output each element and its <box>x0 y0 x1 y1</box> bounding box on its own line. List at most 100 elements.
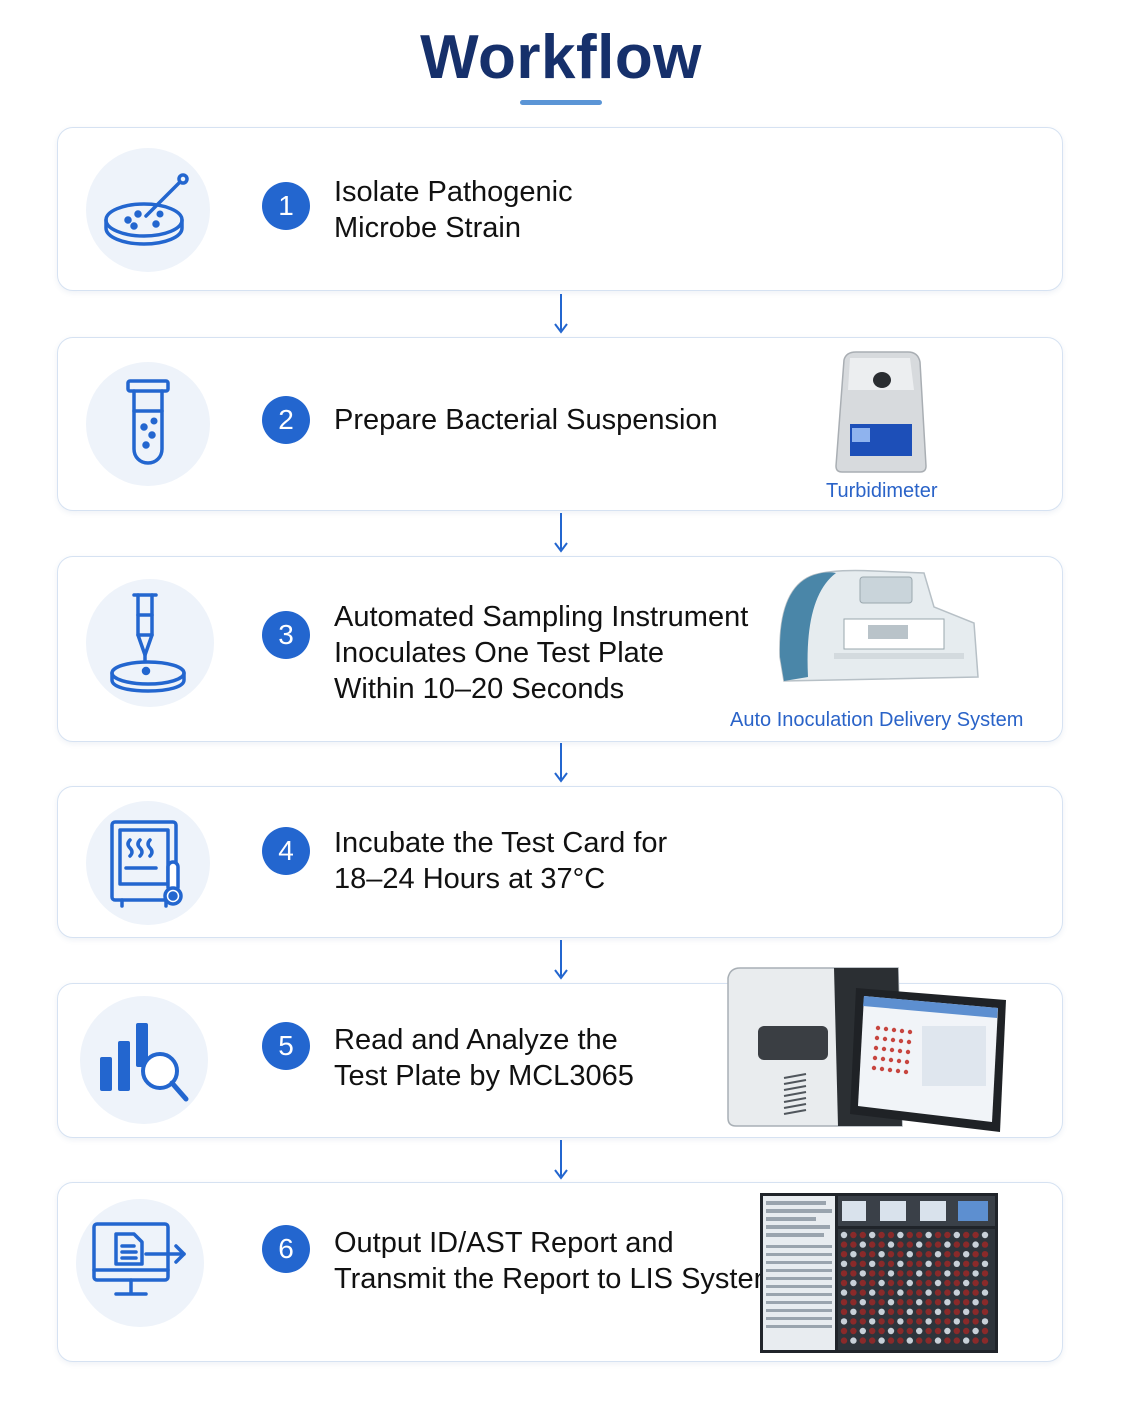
plate-well <box>878 1308 885 1315</box>
plate-well <box>953 1318 960 1325</box>
plate-well <box>963 1289 970 1296</box>
plate-well <box>906 1289 913 1296</box>
chart-magnifier-icon <box>100 1023 189 1102</box>
plate-well <box>972 1251 979 1258</box>
plate-well <box>972 1231 979 1239</box>
plate-well <box>963 1241 970 1248</box>
plate-well <box>878 1251 885 1258</box>
plate-well <box>981 1279 989 1287</box>
plate-well <box>953 1327 960 1335</box>
plate-well <box>972 1289 979 1296</box>
plate-well <box>963 1270 970 1277</box>
plate-well <box>944 1270 951 1277</box>
test-tube-icon <box>126 379 170 465</box>
plate-well <box>840 1318 848 1325</box>
plate-well <box>869 1279 876 1287</box>
plate-well <box>916 1289 923 1296</box>
plate-well <box>925 1231 932 1239</box>
title-underline <box>520 100 602 105</box>
plate-well <box>963 1231 970 1239</box>
plate-well <box>850 1251 857 1258</box>
step-5-icon-circle <box>80 996 208 1124</box>
plate-well <box>963 1327 970 1335</box>
page-title: Workflow <box>420 23 702 92</box>
plate-well <box>972 1270 979 1277</box>
plate-well <box>981 1260 989 1267</box>
plate-well <box>887 1270 895 1277</box>
plate-well <box>953 1337 960 1344</box>
plate-well <box>906 1318 913 1325</box>
plate-well <box>878 1231 885 1239</box>
plate-well <box>944 1251 951 1258</box>
plate-well <box>981 1270 989 1277</box>
plate-well <box>934 1260 942 1267</box>
plate-well <box>934 1270 942 1277</box>
plate-well <box>972 1241 979 1248</box>
plate-well <box>859 1327 866 1335</box>
plate-well <box>887 1279 895 1287</box>
plate-well <box>906 1260 913 1267</box>
plate-well <box>850 1318 857 1325</box>
plate-well <box>897 1327 904 1335</box>
step-number-2: 2 <box>262 396 310 444</box>
plate-well <box>963 1308 970 1315</box>
plate-well <box>925 1308 932 1315</box>
plate-well <box>953 1241 960 1248</box>
step-1-text: Isolate Pathogenic Microbe Strain <box>334 174 573 246</box>
plate-well <box>906 1241 913 1248</box>
plate-well <box>869 1308 876 1315</box>
plate-well <box>840 1231 848 1239</box>
petri-dish-icon <box>104 173 189 246</box>
plate-well <box>925 1337 932 1344</box>
plate-well <box>869 1299 876 1306</box>
plate-well <box>944 1231 951 1239</box>
plate-well <box>859 1231 866 1239</box>
plate-well <box>906 1327 913 1335</box>
plate-well <box>859 1318 866 1325</box>
plate-well <box>963 1279 970 1287</box>
plate-well <box>972 1279 979 1287</box>
step-6-line-2: Transmit the Report to LIS System <box>334 1263 778 1295</box>
plate-well <box>840 1289 848 1296</box>
step-2-icon-circle <box>86 362 210 486</box>
flow-arrow-1 <box>554 294 568 334</box>
plate-well <box>934 1279 942 1287</box>
plate-well <box>925 1289 932 1296</box>
plate-well <box>840 1299 848 1306</box>
step-5-line-1: Read and Analyze the <box>334 1024 618 1056</box>
plate-well <box>887 1251 895 1258</box>
step-1-line-2: Microbe Strain <box>334 212 521 244</box>
flow-arrow-5 <box>554 1140 568 1180</box>
plate-well <box>897 1251 904 1258</box>
plate-well <box>878 1318 885 1325</box>
plate-well <box>934 1289 942 1296</box>
plate-well <box>869 1231 876 1239</box>
step-5-text: Read and Analyze the Test Plate by MCL30… <box>334 1022 634 1094</box>
plate-well <box>981 1289 989 1296</box>
plate-well <box>953 1231 960 1239</box>
plate-well <box>981 1231 989 1239</box>
plate-well <box>944 1299 951 1306</box>
plate-well <box>916 1251 923 1258</box>
plate-well <box>944 1318 951 1325</box>
plate-well <box>887 1299 895 1306</box>
plate-well <box>897 1270 904 1277</box>
plate-well <box>981 1308 989 1315</box>
plate-well <box>981 1318 989 1325</box>
plate-well <box>934 1231 942 1239</box>
step-number-1: 1 <box>262 182 310 230</box>
plate-well <box>925 1318 932 1325</box>
plate-well <box>878 1289 885 1296</box>
plate-well <box>840 1251 848 1258</box>
plate-well <box>859 1308 866 1315</box>
plate-well <box>869 1270 876 1277</box>
plate-well <box>925 1241 932 1248</box>
plate-well <box>878 1260 885 1267</box>
plate-well <box>869 1337 876 1344</box>
plate-well <box>878 1270 885 1277</box>
plate-well <box>953 1308 960 1315</box>
plate-well <box>897 1308 904 1315</box>
plate-well <box>859 1270 866 1277</box>
flow-arrow-3 <box>554 743 568 783</box>
plate-well <box>925 1279 932 1287</box>
